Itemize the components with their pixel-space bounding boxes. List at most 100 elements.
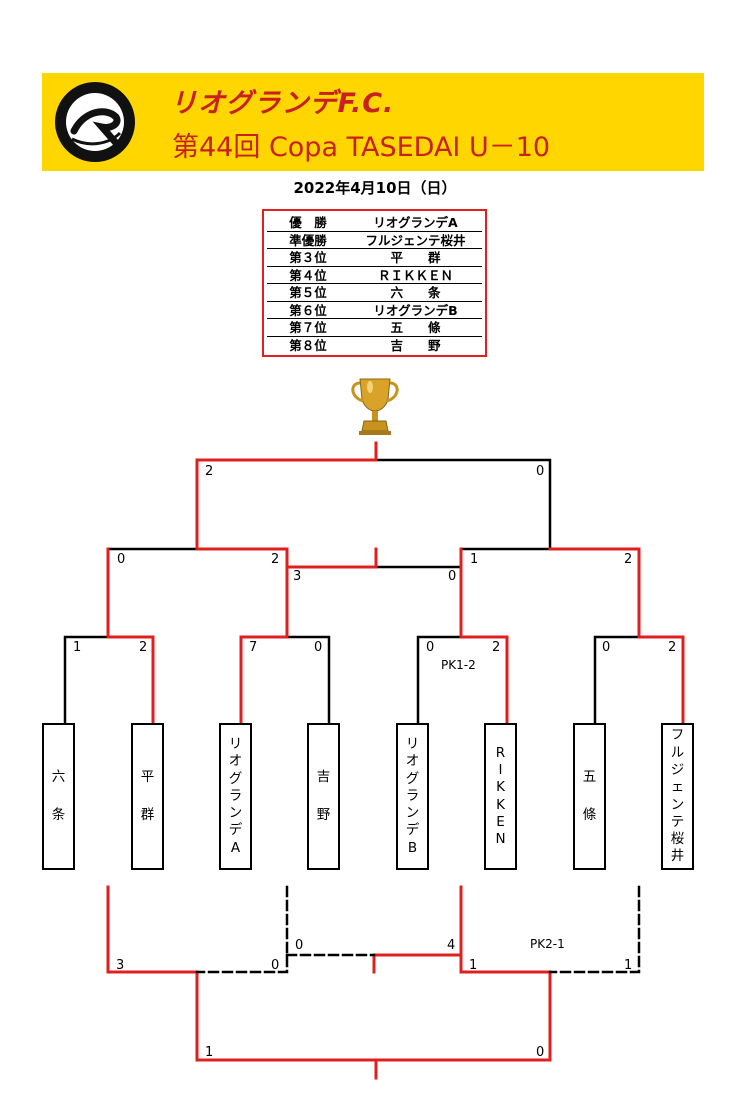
team-name-char	[56, 787, 60, 807]
team-name-char: グ	[228, 770, 243, 787]
match-score: 1	[470, 552, 479, 567]
team-name-char: A	[230, 839, 241, 856]
team-name-char: E	[496, 813, 505, 830]
team-name-char: ェ	[670, 779, 685, 796]
standing-row: 第５位 六 条	[267, 284, 482, 302]
match-score: 0	[448, 569, 457, 584]
team-name-char: 群	[140, 806, 155, 823]
trophy-icon	[351, 378, 399, 435]
match-score: 1	[73, 640, 82, 655]
standing-rank: 第８位	[289, 337, 327, 353]
team-name-char: 条	[51, 806, 66, 823]
bracket-line	[195, 885, 289, 974]
standing-rank: 優 勝	[289, 215, 327, 230]
bracket-line	[374, 458, 552, 551]
team-box[interactable]: 平 群	[131, 723, 164, 870]
match-score: 0	[426, 640, 435, 655]
team-name-char: K	[496, 796, 505, 813]
match-score: 0	[536, 1045, 545, 1060]
team-name-char: ラ	[228, 787, 243, 804]
standing-row: 第４位 ＲＩＫＫＥＮ	[267, 267, 482, 284]
standing-team: 六 条	[390, 285, 441, 300]
standing-row: 準優勝フルジェンテ桜井	[267, 232, 482, 249]
standing-row: 第８位吉 野	[267, 337, 482, 355]
standing-team: ＲＩＫＫＥＮ	[377, 267, 453, 283]
team-name-char: 平	[140, 769, 155, 786]
team-name-char: 五	[582, 769, 597, 786]
team-name-char: デ	[405, 822, 420, 839]
bracket-line	[106, 885, 378, 1080]
bracket-line	[374, 885, 552, 1062]
team-name-char: リ	[228, 736, 243, 753]
team-box[interactable]: フルジェンテ桜井	[661, 723, 694, 870]
loser-lines	[63, 458, 641, 725]
pk-result: PK2-1	[530, 937, 565, 951]
standing-rank: 第６位	[289, 302, 327, 318]
club-emblem-icon	[55, 82, 135, 162]
match-score: 3	[116, 958, 125, 973]
match-score: 0	[117, 552, 126, 567]
bracket-line	[63, 635, 110, 725]
team-name-char: オ	[228, 753, 243, 770]
event-date: 2022年4月10日（日）	[293, 179, 457, 197]
bracket-line	[593, 635, 641, 725]
standing-row: 優 勝リオグランデA	[267, 214, 482, 232]
bracket-line	[459, 547, 509, 725]
match-score: 1	[469, 958, 478, 973]
standing-rank: 第７位	[289, 320, 327, 335]
match-score: 2	[492, 640, 501, 655]
team-name-char: グ	[405, 770, 420, 787]
standing-rank: 第５位	[289, 285, 327, 300]
bracket-line	[195, 441, 378, 551]
team-name-char: リ	[405, 736, 420, 753]
team-box[interactable]: 六 条	[42, 723, 75, 870]
match-score: 2	[624, 552, 633, 567]
team-name-char: ジ	[670, 761, 685, 778]
team-name-char: ン	[405, 805, 420, 822]
team-name-char: 六	[51, 769, 66, 786]
lower-bracket-lines	[195, 885, 641, 974]
team-name-char: K	[496, 779, 505, 796]
standing-team: リオグランデB	[373, 302, 458, 318]
match-score: 4	[447, 938, 456, 953]
team-name-char: オ	[405, 753, 420, 770]
match-score: 0	[314, 640, 323, 655]
match-score: 7	[249, 640, 258, 655]
team-name-char: デ	[228, 822, 243, 839]
team-name-char: I	[498, 761, 503, 778]
match-score: 0	[271, 958, 280, 973]
bracket-line	[195, 547, 289, 639]
bracket-line	[372, 953, 463, 974]
bracket-line	[285, 635, 331, 725]
team-name-char	[587, 787, 591, 807]
team-name-char: 吉	[316, 769, 331, 786]
team-name-char: 野	[316, 806, 331, 823]
bracket-line	[416, 635, 463, 725]
standing-rank: 第３位	[289, 250, 327, 265]
team-box[interactable]: 五 條	[573, 723, 606, 870]
team-name-char: 條	[582, 806, 597, 823]
team-name-char: N	[495, 831, 506, 848]
standing-rank: 第４位	[289, 267, 327, 283]
team-name-char: ル	[670, 744, 685, 761]
team-box[interactable]: 吉 野	[307, 723, 340, 870]
standing-row: 第６位 リオグランデB	[267, 302, 482, 319]
match-score: 0	[295, 938, 304, 953]
match-score: 0	[536, 464, 545, 479]
pk-result: PK1-2	[441, 658, 476, 672]
match-score: 1	[624, 958, 633, 973]
winner-lines	[106, 441, 685, 1080]
match-score: 2	[271, 552, 280, 567]
team-name-char: フ	[670, 727, 685, 744]
match-score: 2	[139, 640, 148, 655]
match-score: 0	[602, 640, 611, 655]
team-name-char: 井	[670, 848, 685, 865]
match-score: 1	[205, 1045, 214, 1060]
header-banner: リオグランデF.C. 第44回 Copa TASEDAI U－10	[42, 73, 704, 171]
team-name-char	[145, 787, 149, 807]
